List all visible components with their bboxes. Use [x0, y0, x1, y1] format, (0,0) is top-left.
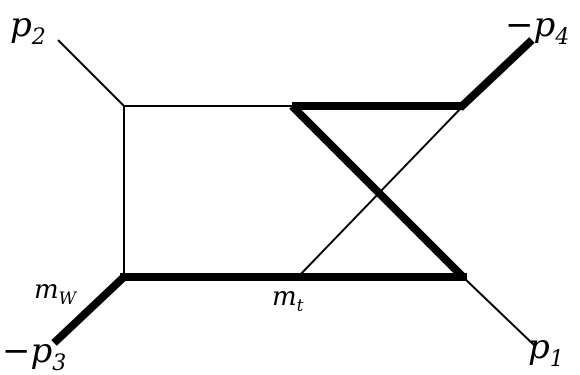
label-p3: −p3 — [2, 331, 66, 375]
label-mW-base: m — [34, 275, 59, 305]
external-leg-p4 — [457, 37, 535, 111]
crossing-massive-propagator — [289, 103, 466, 280]
label-mt-sub: t — [297, 296, 304, 316]
label-p4-sub: 4 — [554, 25, 569, 50]
label-p2-sub: 2 — [31, 25, 46, 50]
label-p1: p1 — [528, 327, 564, 372]
label-p3-base: p — [31, 331, 53, 371]
label-p4-prefix: − — [505, 5, 534, 45]
label-mW-sub: W — [59, 289, 78, 309]
label-p4: −p4 — [505, 5, 569, 50]
label-p4-base: p — [534, 5, 556, 45]
label-p2: p2 — [10, 5, 46, 50]
external-leg-p2 — [57, 39, 125, 107]
label-mt-base: m — [272, 282, 297, 312]
external-leg-p1 — [462, 276, 535, 346]
label-mW: mW — [34, 275, 78, 309]
label-p2-base: p — [10, 5, 32, 45]
label-p3-prefix: − — [2, 331, 31, 371]
external-leg-p3 — [51, 272, 129, 346]
label-p1-base: p — [528, 327, 550, 367]
label-p3-sub: 3 — [52, 351, 66, 375]
label-p1-sub: 1 — [550, 347, 564, 372]
label-mt: mt — [272, 282, 304, 316]
